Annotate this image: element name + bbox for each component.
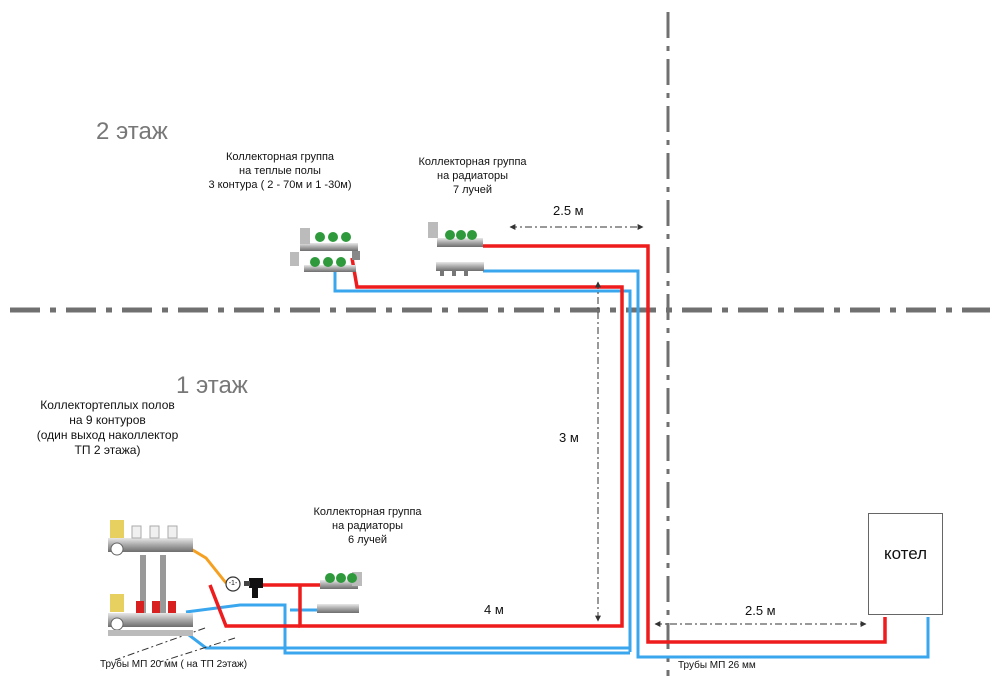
floor2-radiator-manifold-label: Коллекторная группа на радиаторы 7 лучей bbox=[418, 156, 527, 196]
boiler: котел bbox=[868, 513, 943, 615]
floor2-underfloor-manifold-label: Коллекторная группа на теплые полы 3 кон… bbox=[208, 151, 352, 191]
dimension-top: 2.5 м bbox=[553, 203, 584, 218]
mixer-symbol-label: -1- bbox=[228, 580, 238, 587]
supply-pipes bbox=[208, 244, 887, 644]
pipes-20-caption: Трубы МП 20 мм ( на ТП 2этаж) bbox=[100, 659, 248, 670]
return-pipes bbox=[184, 269, 930, 659]
boiler-label: котел bbox=[883, 544, 928, 563]
floor1-label: 1 этаж bbox=[176, 372, 248, 399]
floor2-label: 2 этаж bbox=[96, 118, 168, 145]
pipes-26-caption: Трубы МП 26 мм bbox=[678, 660, 756, 671]
floor1-underfloor-manifold bbox=[108, 520, 193, 636]
dimension-lines bbox=[114, 224, 867, 663]
mixing-unit bbox=[225, 576, 263, 598]
floor1-radiator-manifold bbox=[317, 572, 362, 613]
dimension-vertical: 3 м bbox=[559, 430, 579, 445]
dimension-bottom-left: 4 м bbox=[484, 602, 504, 617]
floor2-radiator-manifold bbox=[428, 222, 484, 276]
floor1-underfloor-manifold-label: Коллектортеплых полов на 9 контуров (оди… bbox=[36, 398, 179, 457]
floor2-underfloor-manifold bbox=[290, 228, 360, 272]
dimension-bottom-right: 2.5 м bbox=[745, 603, 776, 618]
floor1-radiator-manifold-label: Коллекторная группа на радиаторы 6 лучей bbox=[313, 506, 422, 546]
